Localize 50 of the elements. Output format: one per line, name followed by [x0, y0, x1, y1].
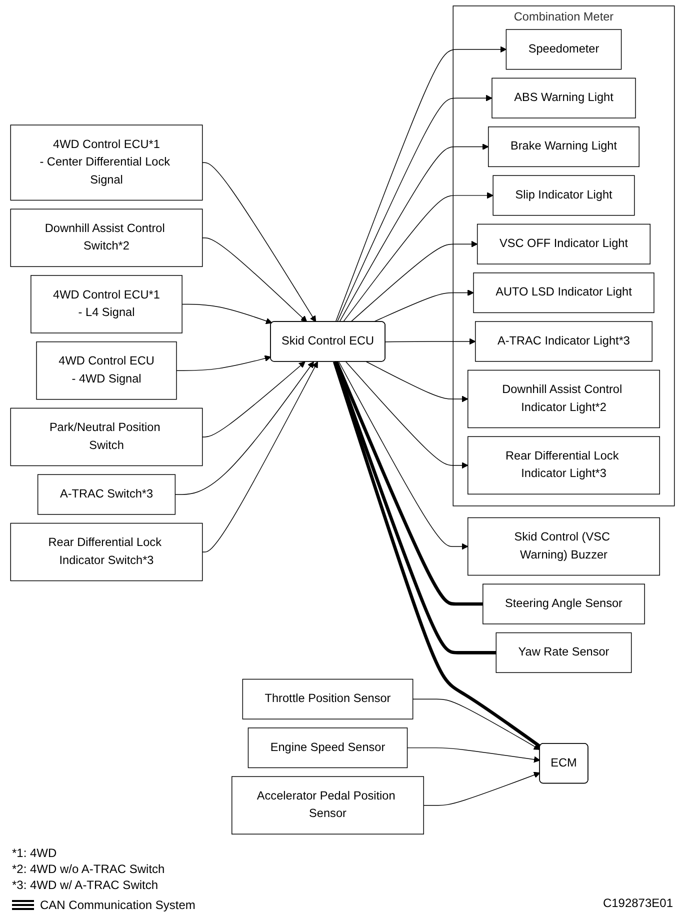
- arrow: [406, 747, 540, 763]
- node-box: 4WD Control ECU*1 - Center Differential Lock Signal: [10, 124, 203, 201]
- node-box: ABS Warning Light: [492, 78, 636, 118]
- node-box: Downhill Assist Control Switch*2: [10, 208, 203, 267]
- footnote: *1: 4WD: [12, 846, 58, 860]
- connector: [334, 361, 496, 654]
- node-box: Downhill Assist Control Indicator Light*2: [468, 370, 660, 428]
- arrow: [385, 338, 476, 345]
- connector: [334, 361, 483, 606]
- node-box: VSC OFF Indicator Light: [476, 224, 651, 264]
- node-box: Brake Warning Light: [488, 126, 640, 168]
- arrow: [373, 290, 474, 322]
- arrow: [335, 46, 506, 322]
- node-box: Speedometer: [506, 29, 622, 70]
- node-box: Slip Indicator Light: [492, 175, 635, 216]
- arrow: [350, 240, 478, 322]
- arrow: [412, 698, 540, 750]
- arrow: [202, 237, 308, 322]
- arrow: [346, 361, 468, 469]
- node-box: Skid Control (VSC Warning) Buzzer: [468, 517, 660, 576]
- node-box: Engine Speed Sensor: [248, 728, 408, 768]
- node-box: A-TRAC Indicator Light*3: [475, 321, 652, 362]
- arrow: [202, 361, 318, 552]
- node-box: Steering Angle Sensor: [482, 584, 645, 624]
- node-box: Rear Differential Lock Indicator Switch*3: [10, 522, 203, 582]
- node-box: 4WD Control ECU - 4WD Signal: [36, 341, 177, 400]
- arrow: [202, 162, 316, 322]
- arrow: [176, 355, 272, 371]
- footnote: *2: 4WD w/o A-TRAC Switch: [12, 862, 166, 876]
- arrow: [182, 304, 272, 324]
- arrow: [342, 192, 494, 322]
- node-box: Rear Differential Lock Indicator Light*3: [468, 436, 660, 494]
- node-box: A-TRAC Switch*3: [37, 474, 176, 515]
- arrow: [202, 361, 306, 438]
- arrow: [366, 361, 468, 402]
- figure-code: C192873E01: [602, 896, 673, 910]
- legend-label: CAN Communication System: [40, 898, 196, 912]
- node-box: Yaw Rate Sensor: [496, 632, 632, 673]
- arrow: [338, 361, 468, 550]
- arrow: [423, 772, 540, 806]
- arrow: [174, 361, 314, 495]
- node-box: 4WD Control ECU*1 - L4 Signal: [30, 275, 182, 334]
- node-box: Throttle Position Sensor: [242, 678, 414, 720]
- connector: [332, 361, 542, 748]
- node-box: Accelerator Pedal Position Sensor: [232, 776, 424, 834]
- arrow: [339, 144, 489, 322]
- arrow: [336, 94, 492, 322]
- footnote: *3: 4WD w/ A-TRAC Switch: [12, 878, 160, 892]
- node-box: AUTO LSD Indicator Light: [473, 272, 654, 314]
- node-box: Park/Neutral Position Switch: [10, 408, 203, 466]
